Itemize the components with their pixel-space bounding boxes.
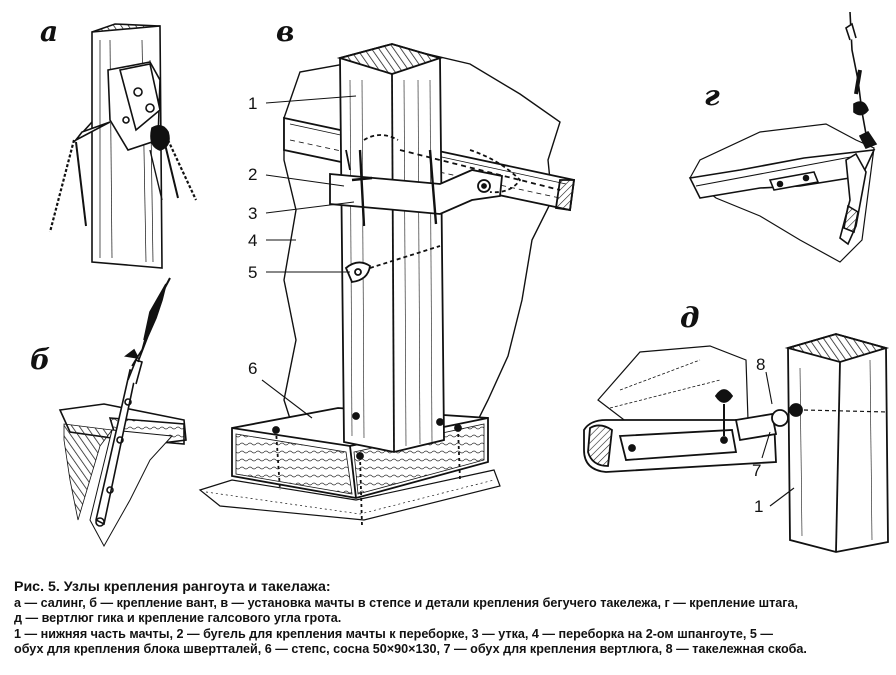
callout-v-6: 6 bbox=[248, 359, 258, 378]
view-g-forestay-drawing bbox=[688, 11, 878, 263]
view-label-a: а bbox=[40, 15, 59, 48]
callout-d-8: 8 bbox=[756, 355, 766, 374]
callout-d-7: 7 bbox=[752, 461, 762, 480]
callout-v-4: 4 bbox=[248, 231, 258, 250]
caption-line-2: д — вертлюг гика и крепление галсового у… bbox=[14, 611, 342, 626]
view-label-v: в bbox=[276, 15, 295, 48]
callout-v-5: 5 bbox=[248, 263, 258, 282]
view-d-leader-lines bbox=[761, 371, 795, 507]
view-label-g: г bbox=[704, 79, 720, 112]
figure-illustration bbox=[48, 11, 890, 553]
caption-line-4: обух для крепления блока швертталей, 6 —… bbox=[14, 642, 807, 657]
view-label-d: д bbox=[680, 301, 700, 334]
view-b-shroud-drawing bbox=[58, 277, 187, 548]
callout-d-1: 1 bbox=[754, 497, 764, 516]
view-v-leader-lines bbox=[261, 95, 357, 419]
caption-title: Рис. 5. Узлы крепления рангоута и такела… bbox=[14, 579, 331, 595]
figure-caption: Рис. 5. Узлы крепления рангоута и такела… bbox=[14, 579, 890, 658]
caption-line-1: а — салинг, б — крепление вант, в — уста… bbox=[14, 595, 798, 610]
view-d-gooseneck-drawing bbox=[583, 333, 890, 553]
caption-line-3: 1 — нижняя часть мачты, 2 — бугель для к… bbox=[14, 626, 773, 641]
view-v-mast-step-drawing bbox=[198, 43, 576, 527]
callout-v-2: 2 bbox=[248, 165, 258, 184]
callout-v-1: 1 bbox=[248, 94, 258, 113]
callout-v-3: 3 bbox=[248, 204, 258, 223]
view-label-b: б bbox=[30, 343, 51, 376]
view-a-spreader-drawing bbox=[48, 23, 197, 269]
